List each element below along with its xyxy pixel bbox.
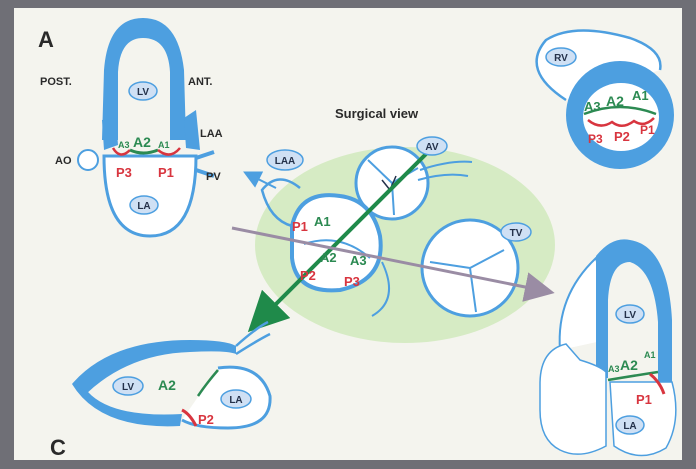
panel-d-la-label: LA [623, 421, 636, 432]
panel-a-ao-circle [78, 150, 98, 170]
panel-d-lv-label: LV [624, 310, 636, 321]
panel-a-a3-label: A3 [118, 140, 130, 150]
panel-b-p1-label: P1 [640, 123, 655, 137]
panel-a-la-label: LA [137, 201, 150, 212]
panel-a-ao-label: AO [55, 155, 72, 167]
panel-b-a2-label: A2 [606, 93, 624, 109]
panel-b-rv-label: RV [554, 53, 568, 64]
panel-b-a3-label: A3 [584, 99, 601, 114]
panel-b-a1-label: A1 [632, 88, 649, 103]
av-label: AV [425, 142, 438, 153]
panel-c-a2-label: A2 [158, 377, 176, 393]
panel-a-post-label: POST. [40, 76, 72, 88]
panel-a-lv-label: LV [137, 87, 149, 98]
panel-d-a2-label: A2 [620, 357, 638, 373]
tv-label: TV [510, 228, 523, 239]
panel-a-ant-label: ANT. [188, 76, 212, 88]
panel-a-pv-label: PV [206, 171, 221, 183]
panel-a-p1-label: P1 [158, 165, 174, 180]
panel-b-p3-label: P3 [588, 132, 603, 146]
center-a2-label: A2 [320, 250, 337, 265]
center-a1-label: A1 [314, 214, 331, 229]
panel-a-letter: A [38, 27, 54, 52]
panel-c-p2-label: P2 [198, 412, 214, 427]
panel-a-a1-label: A1 [158, 140, 170, 150]
panel-b-p2-label: P2 [614, 129, 630, 144]
panel-a-p3-label: P3 [116, 165, 132, 180]
surgical-view-title: Surgical view [335, 106, 419, 121]
center-a3-label: A3 [350, 253, 367, 268]
center-p3-label: P3 [344, 274, 360, 289]
panel-a-a2-label: A2 [133, 134, 151, 150]
panel-c-letter: C [50, 435, 66, 460]
laa-label: LAA [275, 156, 296, 167]
panel-c-la-label: LA [229, 395, 242, 406]
panel-a-left-flap [102, 118, 118, 150]
center-p1-label: P1 [292, 219, 308, 234]
panel-d-p1-label: P1 [636, 392, 652, 407]
panel-a-laa-label: LAA [200, 128, 223, 140]
center-p2-label: P2 [300, 268, 316, 283]
panel-d-a1-label: A1 [644, 350, 656, 360]
panel-d-a3-label: A3 [608, 364, 620, 374]
panel-c-lv-label: LV [122, 382, 134, 393]
